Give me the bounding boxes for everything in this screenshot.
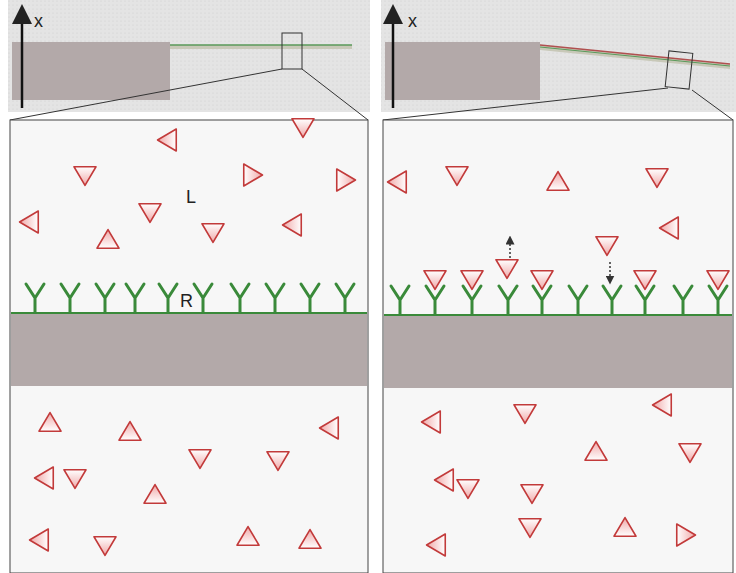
ligand [547, 172, 569, 191]
zoom-panel [10, 120, 368, 573]
ligand [337, 169, 356, 191]
zoom-box [665, 51, 693, 89]
unbind-arrow [509, 240, 511, 258]
ligand [422, 411, 441, 433]
ligand [427, 534, 446, 556]
ligand [446, 167, 468, 186]
ligand [634, 271, 656, 290]
ligand [35, 467, 54, 489]
ligand [514, 405, 536, 424]
ligand-label: L [186, 188, 196, 206]
ligand [97, 230, 119, 249]
ligand [585, 442, 607, 461]
ligand [424, 271, 446, 290]
axis-arrow [21, 14, 24, 108]
zoom-panel [383, 120, 733, 573]
ligand [39, 413, 61, 432]
cantilever [170, 45, 352, 49]
ligand [283, 214, 302, 236]
ligand [30, 529, 49, 551]
receptor [266, 284, 284, 312]
ligand [653, 394, 672, 416]
chip-base [12, 42, 170, 100]
ligand [614, 518, 636, 537]
ligand [267, 452, 289, 471]
ligand [144, 485, 166, 504]
ligand [158, 129, 177, 151]
ligand [435, 469, 454, 491]
ligand [74, 167, 96, 186]
ligand [679, 444, 701, 463]
receptor [231, 284, 249, 312]
ligand [388, 171, 407, 193]
ligand [646, 169, 668, 188]
receptor [61, 284, 79, 312]
ligand [521, 485, 543, 504]
ligand [94, 537, 116, 556]
zoom-box [282, 33, 302, 69]
ligand [119, 422, 141, 441]
receptor-label: R [180, 292, 193, 310]
ligand [457, 480, 479, 499]
receptor [499, 286, 517, 314]
receptor [336, 284, 354, 312]
receptor [301, 284, 319, 312]
ligand [189, 450, 211, 469]
ligand [461, 271, 483, 290]
ligand [519, 519, 541, 538]
ligand [496, 260, 518, 279]
ligand [660, 217, 679, 239]
receptor [391, 286, 409, 314]
chip-base [385, 42, 540, 100]
ligand [139, 204, 161, 223]
receptor [674, 286, 692, 314]
ligand [244, 164, 263, 186]
bind-arrow [609, 262, 611, 280]
receptor [194, 284, 212, 312]
overview-ground [381, 0, 736, 112]
ligand [237, 527, 259, 546]
overview-ground [8, 0, 370, 112]
axis-label: x [408, 12, 417, 30]
ligand [20, 211, 39, 233]
ligand [707, 271, 729, 290]
ligand [677, 524, 696, 546]
cantilever-section [384, 316, 732, 388]
receptor [603, 286, 621, 314]
axis-label: x [34, 12, 43, 30]
axis-arrow [392, 14, 395, 108]
receptor [159, 284, 177, 312]
ligand [64, 470, 86, 489]
receptor [26, 284, 44, 312]
receptor [126, 284, 144, 312]
ligand [299, 530, 321, 549]
receptor [96, 284, 114, 312]
ligand [531, 271, 553, 290]
ligand [202, 224, 224, 243]
cantilever-section [11, 314, 367, 386]
ligand [320, 417, 339, 439]
ligand [292, 119, 314, 138]
bent-cantilever [540, 45, 730, 69]
receptor [569, 286, 587, 314]
ligand [596, 237, 618, 256]
